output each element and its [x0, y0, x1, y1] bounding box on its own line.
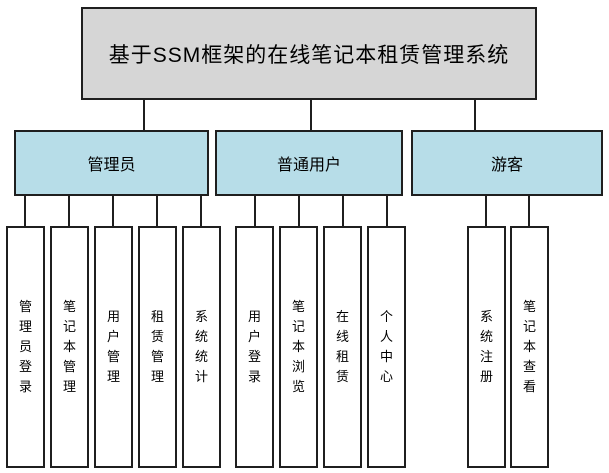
leaf-label-personal-center: 个人中心: [380, 309, 394, 384]
branch-box-admin: 管理员: [14, 130, 209, 196]
leaf-box-admin-login: 管理员登录: [6, 226, 45, 468]
connector-online-rental: [342, 195, 344, 227]
leaf-label-admin-login: 管理员登录: [19, 299, 33, 394]
connector-notebook-view: [528, 195, 530, 227]
leaf-label-notebook-browse: 笔记本浏览: [292, 299, 306, 394]
connector-admin-login: [24, 195, 26, 227]
leaf-label-user-management: 用户管理: [107, 309, 121, 384]
leaf-label-online-rental: 在线租赁: [336, 309, 350, 384]
branch-label-regular-user: 普通用户: [276, 157, 341, 174]
leaf-box-user-management: 用户管理: [94, 226, 133, 468]
title-text: 基于SSM框架的在线笔记本租赁管理系统: [108, 43, 510, 67]
connector-title-regular-user: [310, 98, 312, 131]
connector-user-login: [254, 195, 256, 227]
branch-label-guest: 游客: [490, 157, 523, 174]
connector-system-statistics: [200, 195, 202, 227]
leaf-label-rental-management: 租赁管理: [151, 309, 165, 384]
leaf-label-user-login: 用户登录: [248, 309, 262, 384]
leaf-box-system-statistics: 系统统计: [182, 226, 221, 468]
branch-box-regular-user: 普通用户: [215, 130, 403, 196]
connector-notebook-management: [68, 195, 70, 227]
leaf-box-notebook-browse: 笔记本浏览: [279, 226, 318, 468]
leaf-box-notebook-view: 笔记本查看: [510, 226, 549, 468]
leaf-label-notebook-management: 笔记本管理: [63, 299, 77, 394]
connector-system-register: [485, 195, 487, 227]
leaf-label-system-statistics: 系统统计: [195, 309, 209, 384]
branch-box-guest: 游客: [411, 130, 603, 196]
leaf-label-system-register: 系统注册: [480, 309, 494, 384]
leaf-box-notebook-management: 笔记本管理: [50, 226, 89, 468]
connector-title-guest: [474, 98, 476, 131]
connector-title-admin: [143, 98, 145, 131]
title-box: 基于SSM框架的在线笔记本租赁管理系统: [81, 7, 537, 100]
connector-personal-center: [386, 195, 388, 227]
branch-label-admin: 管理员: [87, 157, 136, 174]
connector-rental-management: [156, 195, 158, 227]
leaf-box-rental-management: 租赁管理: [138, 226, 177, 468]
connector-notebook-browse: [298, 195, 300, 227]
leaf-box-personal-center: 个人中心: [367, 226, 406, 468]
connector-user-management: [112, 195, 114, 227]
leaf-box-system-register: 系统注册: [467, 226, 506, 468]
leaf-box-online-rental: 在线租赁: [323, 226, 362, 468]
leaf-box-user-login: 用户登录: [235, 226, 274, 468]
leaf-label-notebook-view: 笔记本查看: [523, 299, 537, 394]
